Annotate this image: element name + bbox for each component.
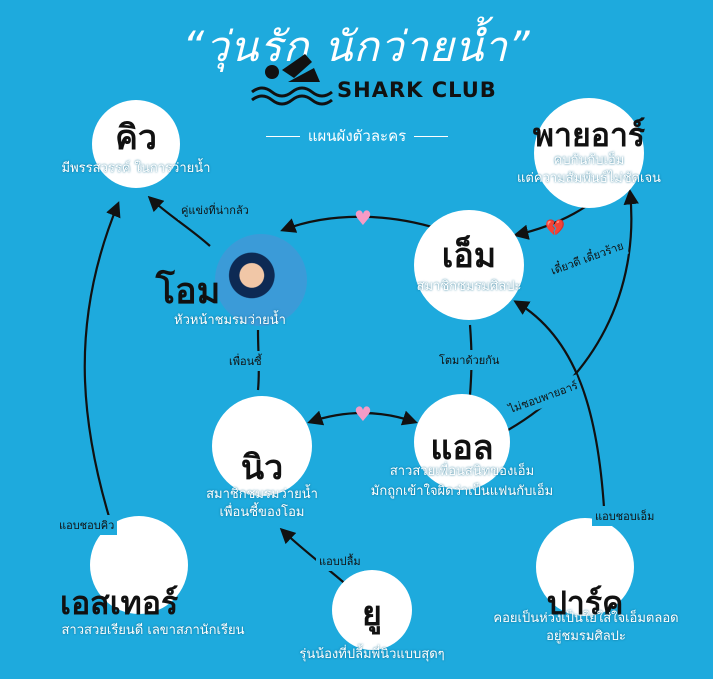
edge-niw-ael — [307, 410, 418, 426]
node-aster-desc: สาวสวยเรียนดี เลขาสภานักเรียน — [61, 623, 245, 638]
heart-icon: ♥ — [354, 206, 372, 230]
heart-icon: ♥ — [354, 402, 372, 426]
node-park-desc-1: คอยเป็นห่วงเป็นใยใส่ใจเอ็มตลอด — [493, 611, 679, 626]
node-kiw-circle — [92, 100, 180, 188]
node-kiw-desc: มีพรรสวรรค์ ในการว่ายน้ำ — [61, 161, 211, 176]
edge-park-em — [513, 300, 607, 526]
node-yu-circle — [332, 570, 412, 650]
edge-label-secret-crush-kiw: แอบชอบคิว — [56, 515, 118, 535]
node-niw-desc-1: สมาชิกชมรมว่ายน้ำ — [206, 487, 318, 502]
node-niw-name: นิว — [240, 448, 284, 488]
node-yu-desc: รุ่นน้องที่ปลื้มพี่นิวแบบสุดๆ — [299, 647, 445, 662]
chart-subtitle: แผนผังตัวละคร — [228, 124, 486, 148]
node-aster-name: เอสเทอร์ — [60, 584, 179, 622]
node-park-name: ปาร์ค — [546, 584, 624, 622]
node-em-circle — [414, 210, 524, 320]
node-kiw-name: คิว — [115, 118, 157, 158]
node-pairat-desc-2: แต่ความสัมพันธ์ไม่ชัดเจน — [517, 171, 661, 186]
node-park-circle — [536, 518, 634, 616]
edge-ohm-em — [280, 215, 451, 236]
edge-label-secret-crush-em: แอบชอบเอ็ม — [592, 506, 658, 526]
page-title: “วุ่นรัก นักว่ายน้ำ” — [182, 22, 531, 71]
node-em-desc: สมาชิกชมรมศิลปะ — [416, 279, 522, 294]
logo-text: SHARK CLUB — [337, 78, 497, 102]
node-pairat-desc-1: คบกันกับเอ็ม — [553, 153, 625, 168]
node-yu-name: ยู — [362, 594, 382, 634]
edge-aster-kiw — [83, 201, 121, 521]
edge-label-secret-admire: แอบปลื้ม — [316, 551, 364, 571]
node-ohm-desc: หัวหน้าชมรมว่ายน้ำ — [174, 313, 286, 328]
node-pairat-name: พายอาร์ — [532, 116, 646, 154]
node-ael-circle — [414, 394, 510, 490]
node-ohm-photo — [215, 234, 307, 326]
swimmer-shark-icon — [251, 54, 333, 106]
node-ohm-name: โอม — [155, 271, 221, 312]
node-pairat-circle — [534, 98, 644, 208]
node-ael-desc-1: สาวสวยเพื่อนสนิทของเอ็ม — [389, 464, 535, 479]
edge-label-grew-up: โตมาด้วยกัน — [436, 350, 503, 370]
node-park-desc-2: อยู่ชมรมศิลปะ — [546, 629, 626, 644]
edge-label-best-friend: เพื่อนซี้ — [226, 351, 265, 371]
node-em-name: เอ็ม — [441, 236, 497, 276]
node-ael-name: แอล — [430, 428, 494, 468]
node-ael-desc-2: มักถูกเข้าใจผิดว่าเป็นแฟนกับเอ็ม — [370, 484, 554, 499]
edge-ohm-kiw — [147, 195, 211, 247]
edge-label-rival: คู่แข่งที่น่ากลัว — [178, 200, 252, 220]
node-niw-circle — [212, 396, 312, 496]
broken-heart-icon: 💔 — [545, 218, 565, 237]
node-niw-desc-2: เพื่อนซี้ของโอม — [219, 505, 305, 520]
